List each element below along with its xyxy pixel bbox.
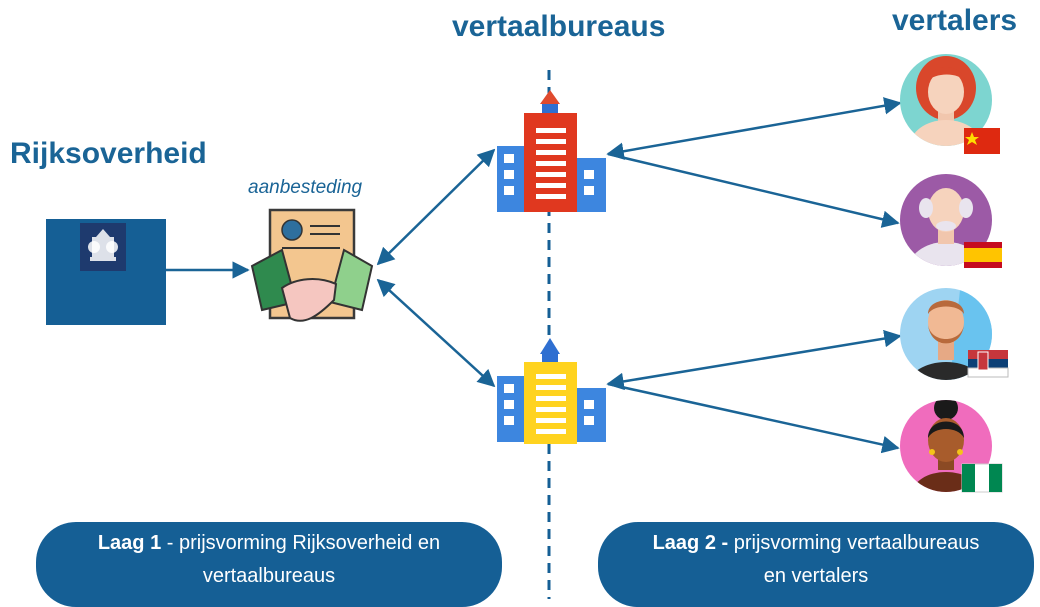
serbia-flag-icon — [967, 350, 1009, 378]
aanbesteding-label: aanbesteding — [248, 177, 363, 198]
vertaalbureaus-title: vertaalbureaus — [452, 10, 666, 43]
laag1-bold: Laag 1 — [97, 532, 162, 554]
rijksoverheid-title: Rijksoverheid — [10, 137, 207, 170]
contract-handshake-icon — [250, 208, 374, 322]
laag1-line1: - prijsvorming Rijksoverheid en — [161, 532, 441, 554]
arrow-yellow-t3 — [606, 329, 902, 391]
arrow-contract-red — [376, 148, 496, 266]
translator-old-man-icon — [900, 174, 992, 266]
arrow-yellow-t4 — [607, 382, 900, 454]
crest-icon — [80, 223, 126, 271]
arrow-red-t1 — [606, 97, 902, 160]
arrow-contract-yellow — [376, 278, 496, 388]
yellow-building-icon — [497, 338, 606, 444]
translator-woman-red-hair-icon — [900, 54, 992, 146]
vertalers-title: vertalers — [892, 4, 1018, 37]
arrows — [166, 97, 902, 454]
translator-woman-bun-icon — [900, 400, 992, 492]
laag1-line2: vertaalbureaus — [202, 565, 336, 587]
red-building-icon — [497, 90, 606, 212]
arrow-red-t2 — [607, 152, 900, 228]
nigeria-flag-icon — [961, 463, 1003, 493]
laag2-bold: Laag 2 - — [652, 532, 729, 554]
spain-flag-icon — [964, 242, 1002, 268]
laag2-pill: Laag 2 - prijsvorming vertaalbureaus en … — [598, 522, 1034, 607]
translator-bearded-man-icon — [900, 288, 992, 380]
laag2-line2: en vertalers — [763, 565, 869, 587]
china-flag-icon — [964, 128, 1000, 154]
laag1-pill: Laag 1 - prijsvorming Rijksoverheid en v… — [36, 522, 502, 607]
laag2-line1: prijsvorming vertaalbureaus — [728, 532, 980, 554]
